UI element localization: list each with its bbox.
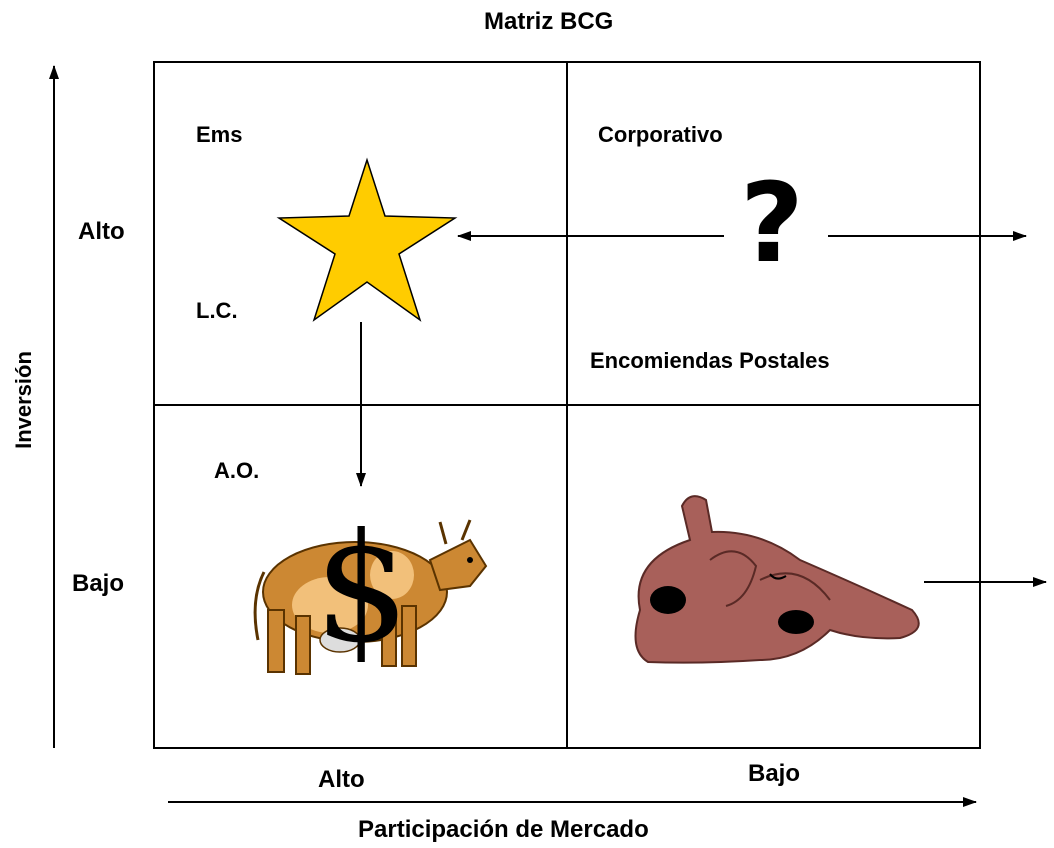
row-label-low: Bajo — [72, 570, 125, 597]
question-label-encomiendas: Encomiendas Postales — [590, 348, 830, 373]
diagram-title: Matriz BCG — [484, 8, 614, 35]
matrix-grid — [153, 61, 981, 749]
cash-cow-label-ao: A.O. — [214, 458, 260, 483]
star-label-lc: L.C. — [196, 298, 238, 323]
question-mark-icon: ? — [740, 159, 804, 287]
star-label-ems: Ems — [196, 122, 243, 147]
svg-text:$: $ — [314, 502, 409, 676]
column-label-low: Bajo — [748, 760, 801, 787]
row-label-high: Alto — [78, 218, 125, 245]
star-icon — [276, 157, 458, 322]
column-label-high: Alto — [318, 766, 365, 793]
cow-dollar-icon: $ — [253, 502, 488, 676]
x-axis-title: Participación de Mercado — [358, 816, 649, 843]
question-label-corporativo: Corporativo — [598, 122, 723, 147]
dog-icon — [634, 495, 920, 664]
y-axis-title: Inversión — [11, 351, 36, 449]
